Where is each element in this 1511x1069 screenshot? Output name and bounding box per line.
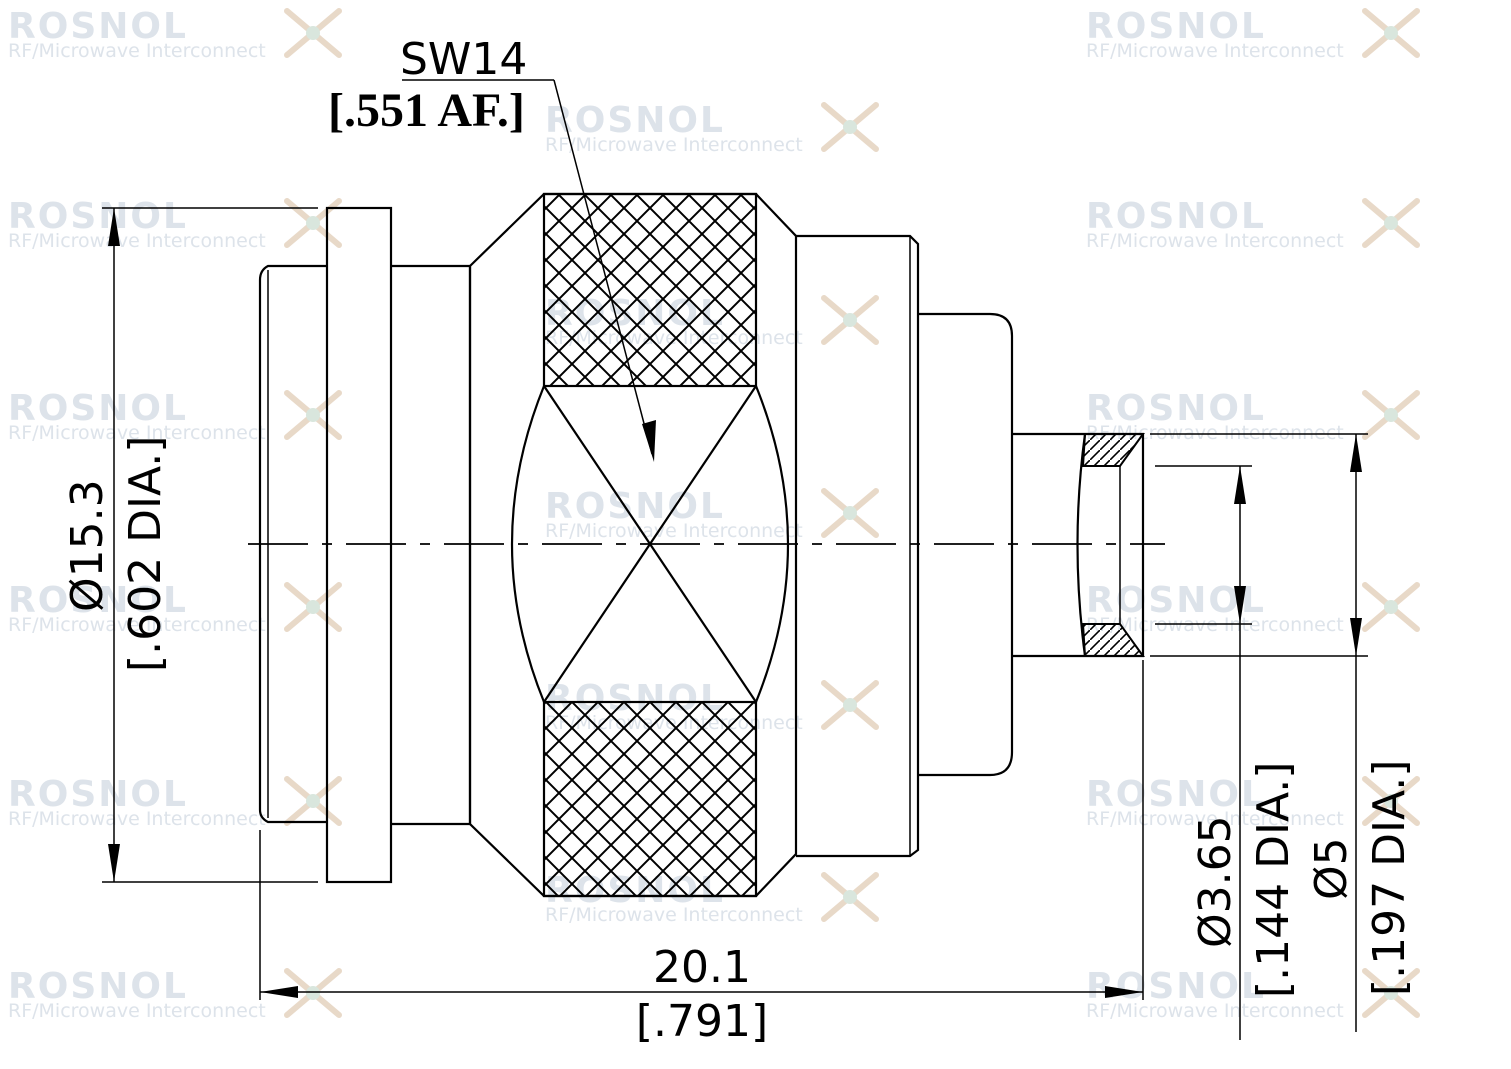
outer-dia-in: [.197 DIA.] [1364,760,1415,996]
watermark-center-icon [843,698,857,712]
arrow-inner-top [1234,466,1246,504]
pin-inner-curve [1076,433,1087,657]
watermark-center-icon [306,216,320,230]
watermark-tagline: RF/Microwave Interconnect [1086,808,1344,830]
watermark-brand: ROSNOL [1086,6,1266,47]
watermark-center-icon [1384,26,1398,40]
flange-dia-mm: Ø15.3 [62,479,113,612]
watermark-tagline: RF/Microwave Interconnect [1086,422,1344,444]
inner-dia-mm: Ø3.65 [1190,815,1241,948]
watermark-center-icon [306,408,320,422]
watermark-brand: ROSNOL [8,6,188,47]
inner-dia-in: [.144 DIA.] [1248,762,1299,998]
watermark-center-icon [1384,408,1398,422]
knurl-bottom [542,700,758,898]
watermark-tagline: RF/Microwave Interconnect [8,40,266,62]
watermark-tagline: RF/Microwave Interconnect [8,422,266,444]
pin-hatch-top [1081,433,1145,467]
watermark-tagline: RF/Microwave Interconnect [1086,1000,1344,1022]
flange-ring [325,206,393,884]
watermark-center-icon [306,986,320,1000]
watermark-tagline: RF/Microwave Interconnect [8,808,266,830]
watermark-tagline: RF/Microwave Interconnect [545,520,803,542]
watermark-tagline: RF/Microwave Interconnect [8,1000,266,1022]
watermark-brand: ROSNOL [8,196,188,237]
watermark-center-icon [306,26,320,40]
watermark-center-icon [1384,986,1398,1000]
watermark-brand: ROSNOL [1086,196,1266,237]
front-body [796,234,920,858]
watermark-tagline: RF/Microwave Interconnect [8,614,266,636]
flange-dia-in: [.602 DIA.] [120,436,171,672]
length-in: [.791] [636,996,768,1047]
watermark-center-icon [306,794,320,808]
arrow-flange-bottom [108,844,120,882]
hex-flat-face [510,385,546,703]
hex-face-diagonal-2 [543,385,757,703]
watermark-center-icon [843,120,857,134]
watermark-tagline: RF/Microwave Interconnect [1086,614,1344,636]
watermark-center-icon [843,313,857,327]
watermark-brand: ROSNOL [8,966,188,1007]
front-boss [918,312,1014,777]
length-mm: 20.1 [653,942,751,993]
wrench-leader-arrow [642,420,656,462]
wrench-size-mm: SW14 [400,34,527,85]
wrench-leader [553,79,653,455]
pin-hatch-bottom [1081,623,1145,657]
rear-tube [258,264,327,824]
watermark-tagline: RF/Microwave Interconnect [8,230,266,252]
watermark-center-icon [843,890,857,904]
watermark-brand: ROSNOL [1086,388,1266,429]
arrow-inner-bottom [1234,586,1246,624]
pin-tip [1012,432,1145,658]
watermark-brand: ROSNOL [1086,966,1266,1007]
knurl-top [542,192,758,388]
neck-body [391,264,472,826]
arrow-length-left [260,986,298,998]
watermark-tagline: RF/Microwave Interconnect [545,904,803,926]
watermark-brand: ROSNOL [8,580,188,621]
watermark-center-icon [306,600,320,614]
watermark-center-icon [1384,216,1398,230]
outer-dia-mm: Ø5 [1306,837,1357,900]
arrow-outer-bottom [1350,618,1362,656]
watermark-brand: ROSNOL [8,774,188,815]
arrow-length-right [1105,986,1143,998]
watermark-brand: ROSNOL [545,100,725,141]
watermark-center-icon [843,506,857,520]
watermark-brand: ROSNOL [8,388,188,429]
watermark-center-icon [1384,794,1398,808]
arrow-flange-top [108,208,120,246]
watermark-tagline: RF/Microwave Interconnect [1086,40,1344,62]
watermark-tagline: RF/Microwave Interconnect [545,134,803,156]
hex-flat-face-right [754,385,790,703]
watermark-tagline: RF/Microwave Interconnect [1086,230,1344,252]
wrench-size-in: [.551 AF.] [328,84,525,137]
watermark-brand: ROSNOL [1086,774,1266,815]
arrow-outer-top [1350,434,1362,472]
watermark-center-icon [1384,600,1398,614]
